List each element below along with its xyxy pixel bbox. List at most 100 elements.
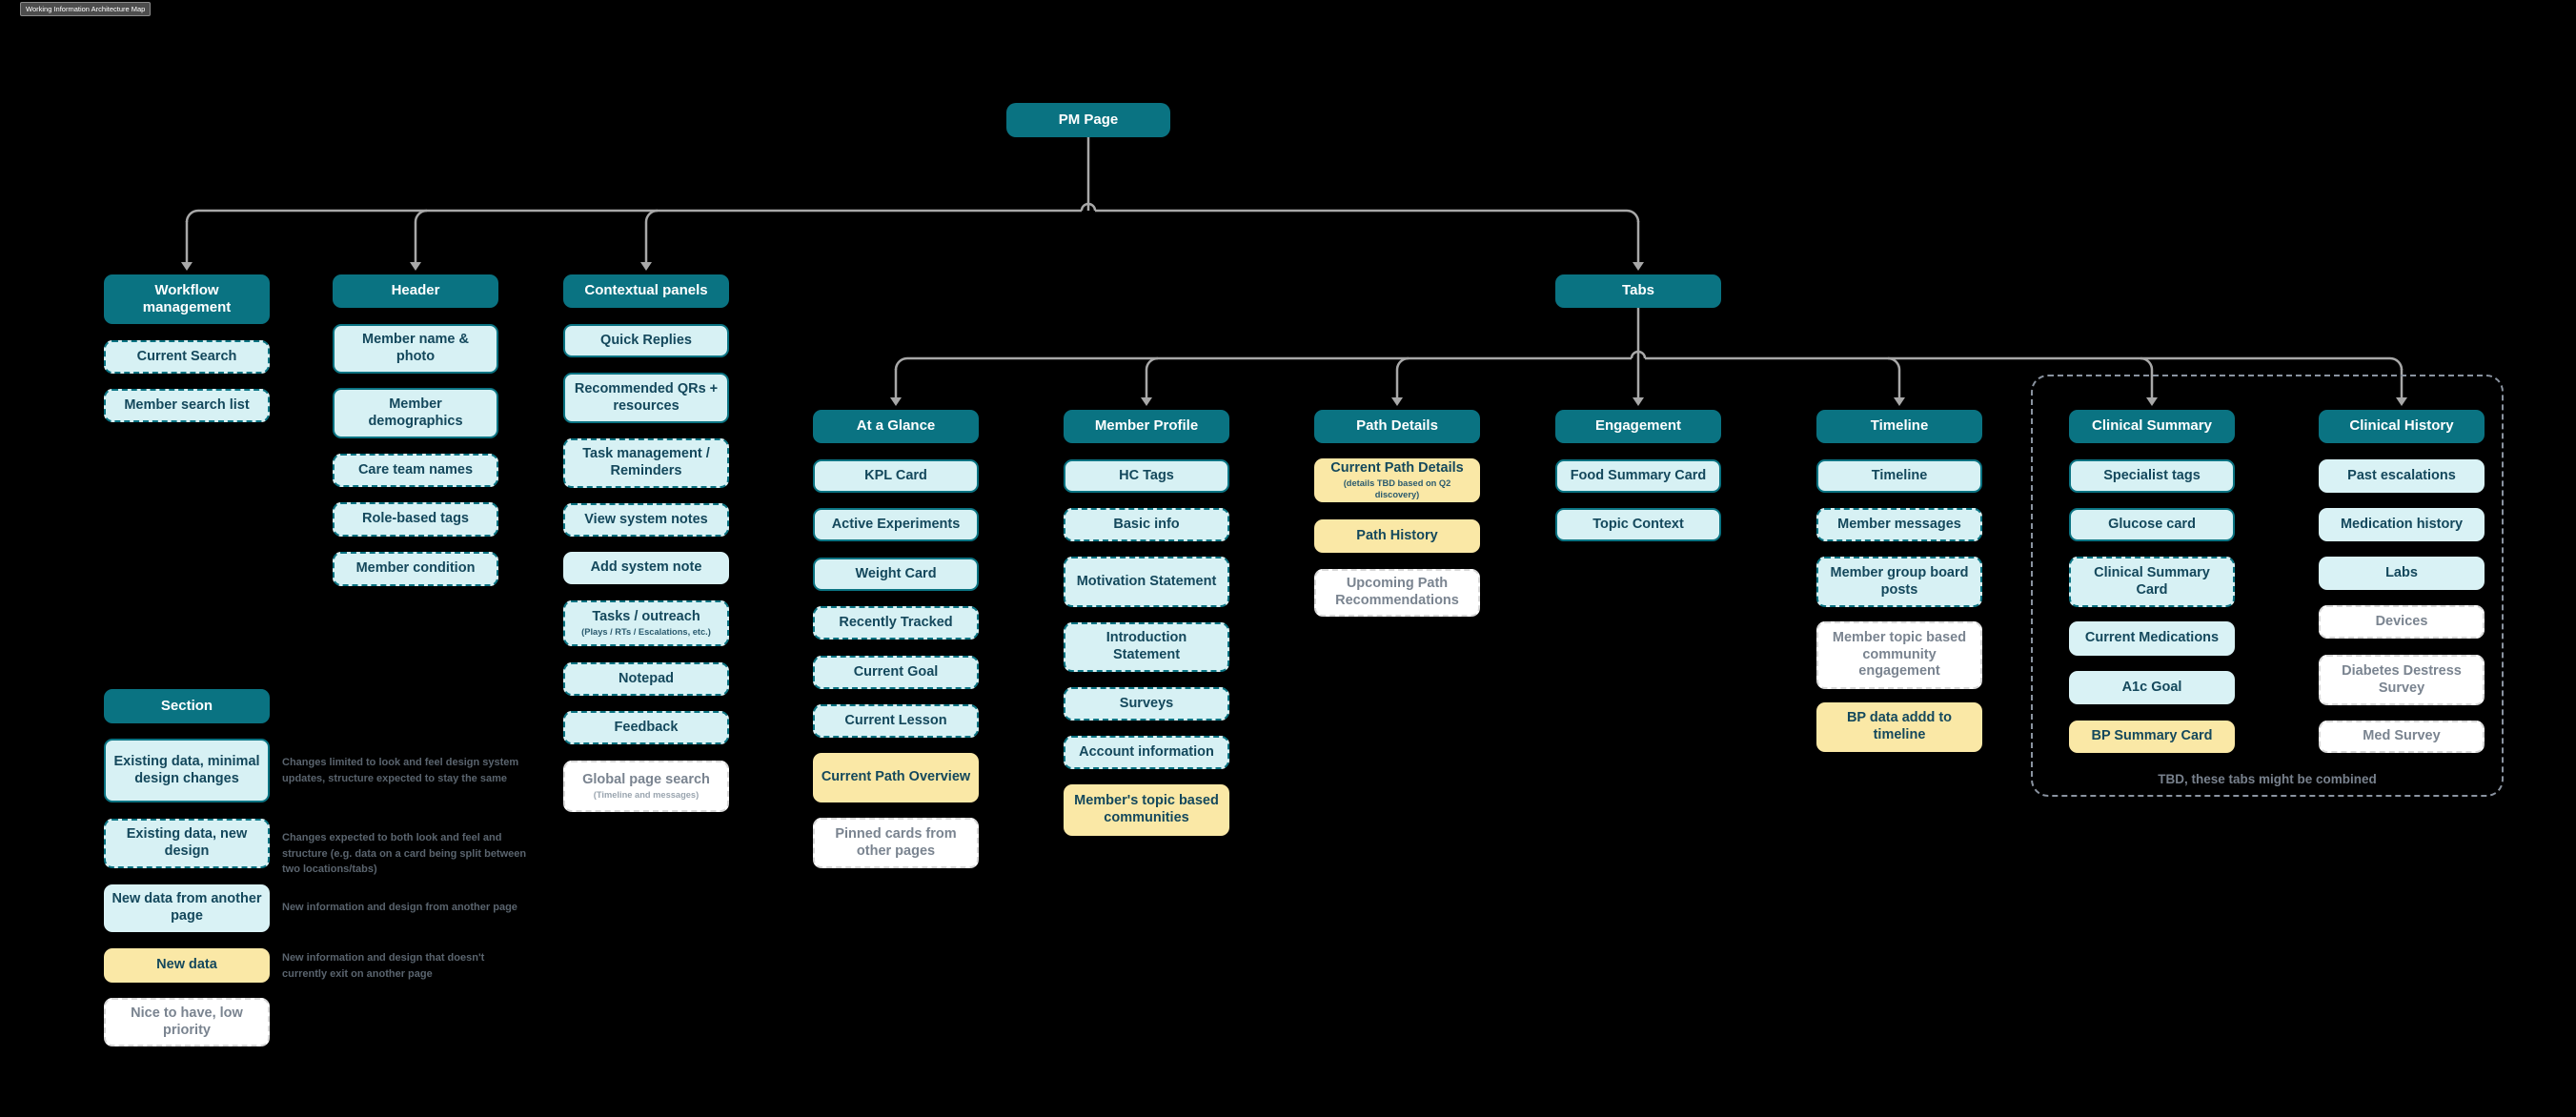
node-care-team-names: Care team names (333, 454, 498, 487)
node-label: Section (160, 697, 213, 714)
arrowhead-icon (640, 262, 652, 271)
node-member-demographics: Member demographics (333, 388, 498, 438)
node-member-topic-based-community-engagement: Member topic based community engagement (1816, 621, 1982, 689)
node-label: Current Search (136, 348, 237, 364)
node-section: Section (104, 689, 270, 723)
node-tabs: Tabs (1555, 274, 1721, 308)
node-clinical-summary: Clinical Summary (2069, 410, 2235, 443)
node-label: Workflow management (142, 281, 232, 315)
node-timeline: Timeline (1816, 459, 1982, 493)
node-active-experiments: Active Experiments (813, 508, 979, 541)
node-global-page-search: Global page search(Timeline and messages… (563, 761, 729, 812)
node-food-summary-card: Food Summary Card (1555, 459, 1721, 493)
node-hc-tags: HC Tags (1064, 459, 1229, 493)
node-path-history: Path History (1314, 519, 1480, 553)
arrowhead-icon (410, 262, 421, 271)
node-label: Account information (1079, 743, 1214, 760)
arrowhead-icon (1633, 397, 1644, 406)
node-recently-tracked: Recently Tracked (813, 606, 979, 640)
node-past-escalations: Past escalations (2319, 459, 2485, 493)
node-label: Quick Replies (600, 332, 692, 348)
node-label: Labs (2385, 564, 2418, 580)
node-label: PM Page (1058, 111, 1119, 128)
node-kpl-card: KPL Card (813, 459, 979, 493)
node-label: Med Survey (2363, 728, 2441, 744)
node-existing-data-minimal-design-changes: Existing data, minimal design changes (104, 739, 270, 802)
node-member-group-board-posts: Member group board posts (1816, 557, 1982, 607)
node-label: Global page search (582, 771, 710, 787)
legend-description: New information and design that doesn't … (282, 952, 485, 980)
node-sublabel: (Plays / RTs / Escalations, etc.) (581, 627, 711, 638)
node-topic-context: Topic Context (1555, 508, 1721, 541)
node-quick-replies: Quick Replies (563, 324, 729, 357)
node-label: Motivation Statement (1076, 573, 1217, 589)
tbd-note: TBD, these tabs might be combined (2158, 772, 2377, 786)
connector (1645, 356, 2404, 371)
connector (1095, 209, 1640, 223)
node-label: Weight Card (855, 565, 937, 581)
node-role-based-tags: Role-based tags (333, 502, 498, 537)
node-label: Recommended QRs + resources (574, 380, 719, 414)
node-label: Current Path Details (1330, 459, 1464, 476)
node-label: Food Summary Card (1570, 467, 1707, 483)
node-label: BP Summary Card (2091, 728, 2213, 744)
legend-description: Changes limited to look and feel design … (282, 757, 519, 784)
node-label: Care team names (357, 461, 474, 477)
node-label: Member's topic based communities (1074, 793, 1219, 825)
node-bp-summary-card: BP Summary Card (2069, 721, 2235, 753)
node-current-goal: Current Goal (813, 656, 979, 689)
tbd-group-container (2031, 375, 2504, 797)
node-diabetes-destress-survey: Diabetes Destress Survey (2319, 655, 2485, 705)
node-recommended-qrs-resources: Recommended QRs + resources (563, 373, 729, 423)
node-path-details: Path Details (1314, 410, 1480, 443)
node-label: Engagement (1594, 417, 1681, 435)
node-existing-data-new-design: Existing data, new design (104, 819, 270, 868)
node-label: Specialist tags (2103, 467, 2201, 483)
node-current-lesson: Current Lesson (813, 704, 979, 738)
node-label: Path History (1356, 527, 1438, 543)
node-header: Header (333, 274, 498, 308)
node-label: HC Tags (1119, 467, 1174, 483)
arrowhead-icon (1894, 397, 1905, 406)
node-member-name-photo: Member name & photo (333, 324, 498, 374)
node-label: Member messages (1837, 516, 1961, 532)
node-new-data-from-another-page: New data from another page (104, 884, 270, 932)
node-current-medications: Current Medications (2069, 621, 2235, 656)
node-label: BP data addd to timeline (1846, 710, 1953, 742)
node-introduction-statement: Introduction Statement (1064, 622, 1229, 672)
node-label: Devices (2375, 613, 2428, 629)
node-label: Member group board posts (1830, 564, 1969, 598)
node-label: View system notes (584, 511, 708, 527)
arrowhead-icon (1141, 397, 1152, 406)
node-label: Medication history (2340, 516, 2464, 532)
node-label: Surveys (1119, 695, 1174, 711)
node-label: KPL Card (864, 467, 927, 483)
connector (414, 209, 428, 263)
node-label: Existing data, minimal design changes (113, 753, 260, 786)
node-pm-page: PM Page (1006, 103, 1170, 137)
node-label: Current Medications (2084, 630, 2220, 646)
node-weight-card: Weight Card (813, 558, 979, 591)
node-label: Timeline (1870, 417, 1929, 435)
node-motivation-statement: Motivation Statement (1064, 557, 1229, 607)
connector (644, 209, 659, 263)
node-label: Basic info (1113, 516, 1180, 532)
connector (185, 209, 1082, 223)
connector (1630, 350, 1647, 359)
node-workflow-management: Workflow management (104, 274, 270, 324)
legend-description: Changes expected to both look and feel a… (282, 832, 527, 875)
node-label: Role-based tags (362, 511, 469, 527)
node-glucose-card: Glucose card (2069, 508, 2235, 541)
node-label: Header (391, 282, 440, 299)
connector (1145, 356, 1159, 398)
connector (1395, 356, 1410, 398)
node-task-management-reminders: Task management / Reminders (563, 438, 729, 488)
node-label: Timeline (1871, 467, 1928, 483)
node-label: Add system note (590, 559, 702, 576)
node-feedback: Feedback (563, 711, 729, 744)
node-label: A1c Goal (2121, 679, 2182, 695)
connector (1080, 202, 1097, 212)
node-label: Contextual panels (584, 282, 708, 299)
node-labs: Labs (2319, 557, 2485, 590)
